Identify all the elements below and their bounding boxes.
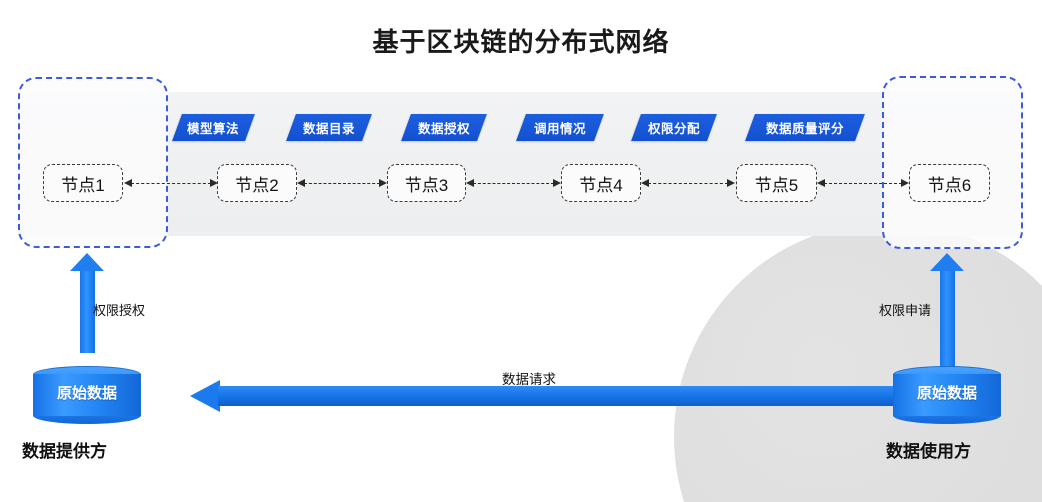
arrowhead-left-icon [297,178,305,187]
chain-tag-permission-allocation[interactable]: 权限分配 [631,114,717,141]
arrow-shaft [939,271,955,379]
arrowhead-right-icon [727,178,735,187]
arrowhead-up-icon [930,253,964,271]
label-data-request: 数据请求 [502,372,556,387]
connector-line [824,183,902,184]
connector-node5-node6 [817,178,909,187]
connector-node2-node3 [297,178,387,187]
chain-tag-label: 数据授权 [417,122,470,136]
label-permission-request: 权限申请 [879,303,932,318]
chain-tag-label: 数据目录 [302,122,355,136]
cylinder-body: 原始数据 [893,374,1001,416]
arrow-data-request-left [190,380,895,412]
connector-line [648,183,728,184]
arrow-shaft [79,271,95,353]
chain-tag-invocation-status[interactable]: 调用情况 [516,114,604,141]
arrowhead-left-icon [190,380,220,412]
chain-background-band [0,92,1042,236]
chain-tag-label: 模型算法 [187,122,240,136]
database-cylinder-consumer: 原始数据 [893,366,1001,424]
cylinder-label: 原始数据 [56,385,117,402]
connector-node4-node5 [641,178,735,187]
arrowhead-right-icon [210,178,218,187]
arrow-authorization-up [70,253,104,353]
group-box-provider-node [18,77,168,248]
cylinder-label: 原始数据 [916,385,977,402]
connector-node3-node4 [466,178,561,187]
chain-tag-model-algorithm[interactable]: 模型算法 [172,114,255,141]
arrowhead-right-icon [901,178,909,187]
chain-node-4[interactable]: 节点4 [561,164,641,202]
group-box-consumer-node [882,76,1023,249]
arrowhead-left-icon [124,178,132,187]
arrowhead-left-icon [817,178,825,187]
arrowhead-left-icon [466,178,474,187]
page-title: 基于区块链的分布式网络 [372,27,670,57]
arrow-shaft [218,386,895,406]
chain-node-6[interactable]: 节点6 [909,164,990,202]
connector-line [473,183,554,184]
arrowhead-right-icon [553,178,561,187]
arrowhead-up-icon [70,253,104,271]
arrow-permission-request-up [930,253,964,379]
database-cylinder-provider: 原始数据 [33,366,141,424]
chain-tag-label: 权限分配 [647,122,700,136]
chain-tag-data-authorization[interactable]: 数据授权 [401,114,487,141]
chain-node-2[interactable]: 节点2 [217,164,297,202]
chain-node-1[interactable]: 节点1 [43,164,123,202]
cylinder-body: 原始数据 [33,374,141,416]
connector-node1-node2 [124,178,218,187]
connector-line [304,183,380,184]
chain-node-5[interactable]: 节点5 [736,164,817,202]
label-authorization: 权限授权 [93,303,146,318]
arrowhead-left-icon [641,178,649,187]
chain-tag-label: 数据质量评分 [765,122,844,136]
arrowhead-right-icon [379,178,387,187]
chain-node-3[interactable]: 节点3 [387,164,466,202]
band-mask-right [1020,92,1042,236]
label-data-provider: 数据提供方 [22,442,107,461]
band-mask-left [0,92,18,236]
chain-tag-data-quality-score[interactable]: 数据质量评分 [745,114,865,141]
chain-tag-label: 调用情况 [533,122,586,136]
chain-tag-data-catalog[interactable]: 数据目录 [286,114,372,141]
label-data-consumer: 数据使用方 [886,442,971,461]
decorative-corner-circle [674,222,1042,502]
connector-line [131,183,211,184]
